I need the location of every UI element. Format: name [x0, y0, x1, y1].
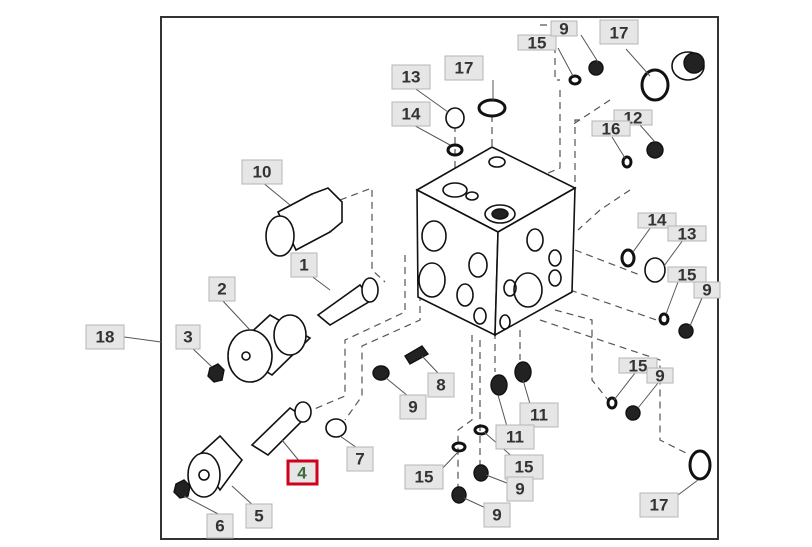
diagram-frame	[160, 16, 719, 540]
part-1-cartridge	[316, 277, 379, 326]
callout-label: 15	[515, 458, 534, 477]
part-4-cartridge	[250, 401, 312, 457]
callout-15[interactable]: 15	[504, 454, 544, 480]
callout-11[interactable]: 11	[495, 424, 535, 450]
callout-10[interactable]: 10	[241, 159, 283, 185]
callout-9[interactable]: 9	[483, 502, 511, 528]
plugs-11	[490, 361, 532, 396]
callout-label: 5	[254, 507, 263, 526]
callout-label: 3	[183, 328, 192, 347]
callout-7[interactable]: 7	[346, 446, 374, 472]
callout-label: 6	[215, 517, 224, 536]
callout-15[interactable]: 15	[517, 34, 557, 53]
plugs-9	[372, 60, 694, 504]
callout-label: 14	[648, 211, 667, 230]
callout-label: 17	[650, 496, 669, 515]
callout-label: 17	[610, 24, 629, 43]
callout-13[interactable]: 13	[391, 64, 431, 90]
callout-label: 9	[408, 398, 417, 417]
part-5-coil	[187, 434, 244, 498]
callout-4[interactable]: 4	[286, 459, 319, 486]
callout-14[interactable]: 14	[391, 101, 431, 127]
part-13-plug-right	[644, 257, 666, 283]
callout-label: 9	[655, 367, 664, 386]
callout-label: 9	[702, 281, 711, 300]
callout-label: 9	[492, 506, 501, 525]
callout-9[interactable]: 9	[693, 281, 721, 300]
callout-9[interactable]: 9	[550, 20, 578, 39]
callout-label: 11	[530, 406, 548, 425]
o-rings	[446, 68, 712, 481]
callout-label: 8	[436, 376, 445, 395]
callout-label: 2	[217, 280, 226, 299]
callout-15[interactable]: 15	[667, 266, 707, 285]
callout-6[interactable]: 6	[206, 513, 234, 539]
callout-2[interactable]: 2	[208, 276, 236, 302]
callout-17[interactable]: 17	[444, 55, 484, 81]
callout-label: 17	[455, 59, 474, 78]
part-6-nut	[173, 479, 191, 499]
callout-label: 16	[602, 120, 621, 139]
part-12-plug	[646, 141, 664, 159]
callout-label: 1	[299, 256, 308, 275]
callout-11[interactable]: 11	[519, 402, 559, 428]
callout-label: 10	[253, 163, 272, 182]
callout-label: 15	[415, 468, 434, 487]
callout-9[interactable]: 9	[506, 476, 534, 502]
callout-label: 15	[678, 266, 697, 285]
callout-18[interactable]: 18	[85, 324, 125, 350]
part-7-cap	[325, 418, 347, 438]
callout-label: 14	[402, 105, 421, 124]
callout-15[interactable]: 15	[404, 464, 444, 490]
callout-label: 4	[297, 464, 307, 483]
part-3-nut	[207, 363, 225, 383]
part-17-plug	[671, 51, 705, 81]
callout-13[interactable]: 13	[667, 225, 707, 244]
part-2-coil	[227, 314, 312, 383]
callout-label: 18	[96, 328, 115, 347]
callout-label: 9	[559, 20, 568, 39]
callout-label: 15	[629, 357, 648, 376]
callout-label: 13	[678, 225, 697, 244]
callout-3[interactable]: 3	[175, 324, 201, 350]
assembly-lines	[311, 24, 691, 490]
part-13-plug-top	[445, 107, 465, 129]
callout-5[interactable]: 5	[245, 503, 273, 529]
callout-9[interactable]: 9	[399, 394, 427, 420]
part-10-fitting	[265, 187, 343, 257]
callout-1[interactable]: 1	[290, 252, 318, 278]
callout-17[interactable]: 17	[599, 19, 639, 45]
callout-8[interactable]: 8	[427, 372, 455, 398]
callout-label: 9	[515, 480, 524, 499]
callout-9[interactable]: 9	[646, 367, 674, 386]
callout-14[interactable]: 14	[637, 211, 677, 230]
valve-block	[415, 146, 577, 337]
callout-label: 11	[506, 428, 524, 447]
callout-label: 7	[355, 450, 364, 469]
callout-12[interactable]: 12	[613, 109, 653, 128]
part-8-plug	[404, 345, 430, 365]
callout-16[interactable]: 16	[591, 120, 631, 139]
callout-17[interactable]: 17	[639, 492, 679, 518]
callout-label: 15	[528, 34, 547, 53]
callout-label: 13	[402, 68, 421, 87]
